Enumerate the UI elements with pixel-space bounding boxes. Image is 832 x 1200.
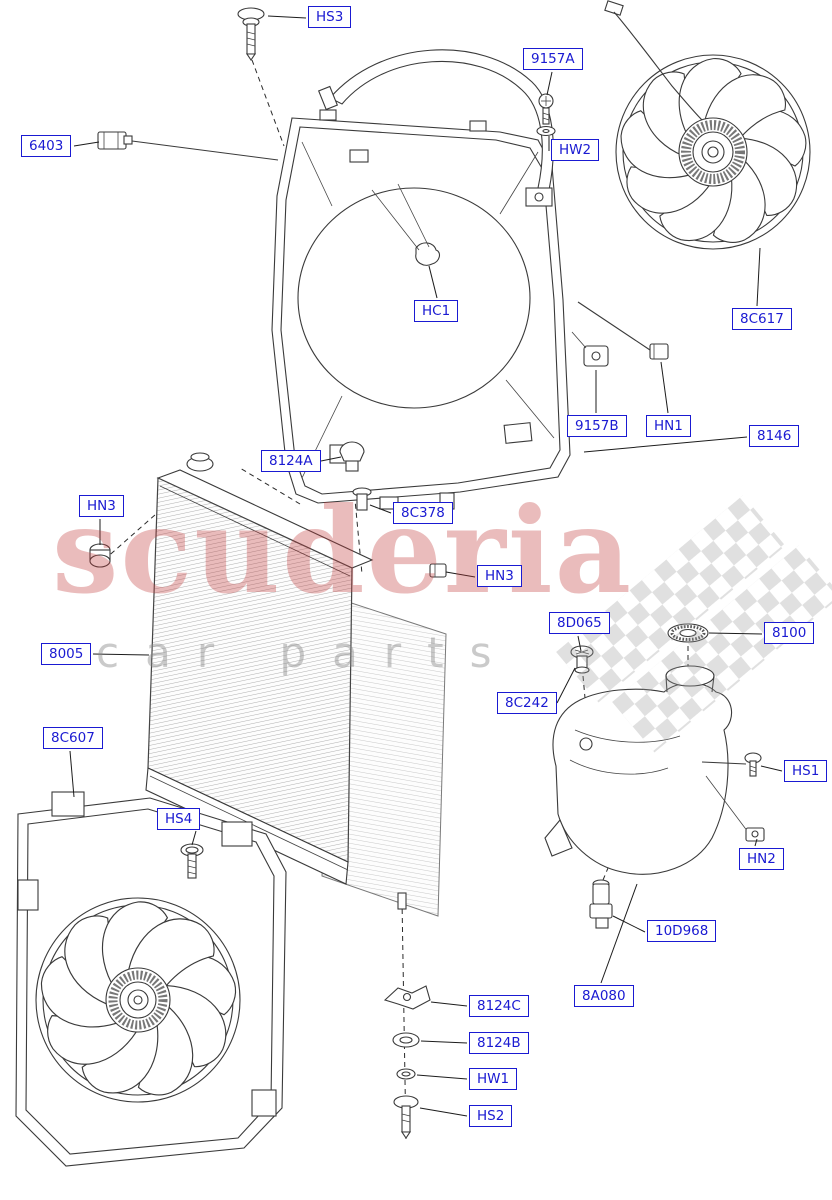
leader-line-8d065: [577, 635, 582, 652]
screw-hs1-drawing: [744, 752, 762, 777]
callout-hs1[interactable]: HS1: [784, 760, 828, 783]
leader-line-9157a: [546, 71, 553, 96]
callout-hs4[interactable]: HS4: [157, 808, 201, 831]
callout-9157a[interactable]: 9157A: [523, 48, 583, 71]
callout-8124c[interactable]: 8124C: [469, 995, 529, 1018]
callout-hn1[interactable]: HN1: [646, 415, 691, 438]
level-sensor-drawing: [589, 879, 613, 929]
clip-hn1-drawing: [577, 301, 669, 360]
leader-line-hn1: [660, 361, 669, 414]
leader-line-8c242: [556, 667, 576, 704]
leader-line-8124c: [430, 1001, 468, 1007]
nut-hn2-drawing: [745, 827, 765, 842]
callout-8124a[interactable]: 8124A: [261, 450, 321, 473]
callout-8a080[interactable]: 8A080: [574, 985, 634, 1008]
clip-6403-drawing: [97, 131, 279, 161]
leader-line-8100: [708, 632, 763, 635]
leader-line-8124b: [420, 1040, 468, 1044]
callout-hn3-left[interactable]: HN3: [79, 495, 124, 518]
leader-line-8124a: [320, 456, 342, 462]
leader-line-8a080: [600, 883, 638, 984]
leader-line-hn3-right: [445, 571, 476, 578]
leader-line-hw1: [416, 1074, 468, 1080]
callout-6403[interactable]: 6403: [21, 135, 72, 158]
leader-line-hs3: [267, 15, 307, 19]
grommet-8124a-drawing: [339, 441, 365, 472]
clip-hn3-right-drawing: [429, 563, 447, 578]
callout-8c378[interactable]: 8C378: [393, 502, 453, 525]
callout-8100[interactable]: 8100: [764, 622, 815, 645]
leader-line-8c378: [369, 504, 392, 514]
callout-8146[interactable]: 8146: [749, 425, 800, 448]
leader-line-hn2: [754, 838, 758, 847]
leader-line-hs2: [419, 1107, 468, 1117]
leader-line-8146: [583, 436, 748, 453]
leader-line-hs4: [191, 830, 197, 846]
leader-lines: [69, 15, 783, 1117]
pin-8c378-drawing: [352, 487, 372, 511]
callout-8c617[interactable]: 8C617: [732, 308, 792, 331]
callout-8124b[interactable]: 8124B: [469, 1032, 529, 1055]
leader-line-10d968: [612, 915, 646, 933]
checkered-flag-watermark: [556, 495, 832, 753]
bracket-8124c-drawing: [383, 985, 431, 1010]
callout-8d065[interactable]: 8D065: [549, 612, 610, 635]
cooling-fan-drawing: [610, 52, 813, 255]
leader-line-8c617: [756, 247, 761, 307]
callout-hs3[interactable]: HS3: [308, 6, 352, 29]
leader-line-8c607: [69, 750, 75, 798]
leader-line-6403: [73, 141, 100, 147]
leader-line-8005: [92, 653, 150, 656]
screw-hs3-drawing: [237, 7, 265, 61]
callout-hn2[interactable]: HN2: [739, 848, 784, 871]
callout-8005[interactable]: 8005: [41, 643, 92, 666]
washer-8124b-drawing: [392, 1032, 420, 1048]
nut-hn3-left-drawing: [89, 543, 111, 568]
washer-hw1-drawing: [396, 1068, 416, 1080]
callout-8c242[interactable]: 8C242: [497, 692, 557, 715]
callout-hw2[interactable]: HW2: [551, 139, 600, 162]
bracket-9157b-drawing: [571, 331, 609, 367]
callout-10d968[interactable]: 10D968: [647, 920, 717, 943]
leader-line-hs1: [760, 765, 783, 772]
lower-fan-shroud-drawing: [15, 791, 287, 1167]
callout-hw1[interactable]: HW1: [469, 1068, 518, 1091]
callout-hs2[interactable]: HS2: [469, 1105, 513, 1128]
callout-8c607[interactable]: 8C607: [43, 727, 103, 750]
callout-hc1[interactable]: HC1: [414, 300, 459, 323]
radiator-drawing: [145, 452, 447, 917]
leader-line-hc1: [428, 265, 438, 299]
screw-hs2-drawing: [393, 1095, 419, 1139]
washer-hw2-drawing: [536, 125, 556, 137]
callout-hn3-right[interactable]: HN3: [477, 565, 522, 588]
callout-9157b[interactable]: 9157B: [567, 415, 627, 438]
screw-9157a-drawing: [538, 93, 554, 125]
fan-wire-drawing: [604, 0, 703, 121]
clip-hc1-drawing: [371, 183, 441, 266]
